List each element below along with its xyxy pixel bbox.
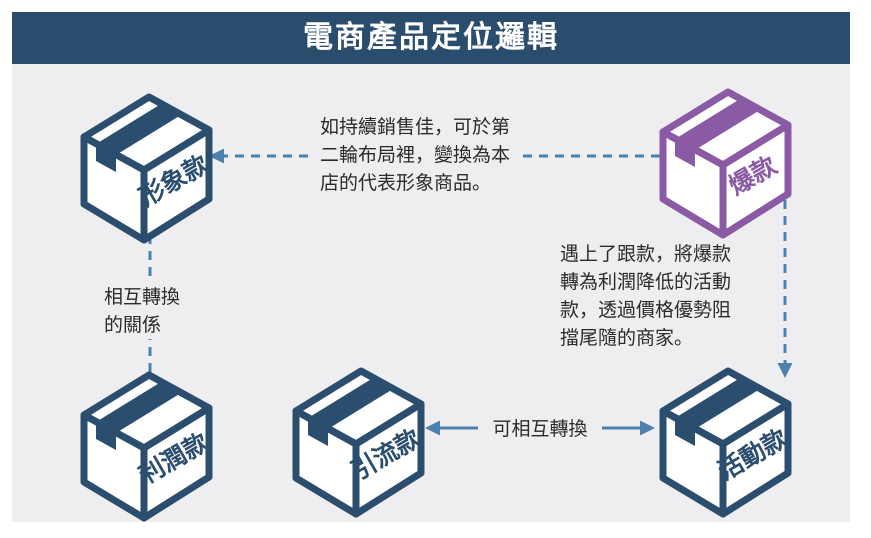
box-profit: 利潤款 [84, 375, 214, 518]
note-hot-to-promo-line-2: 轉為利潤降低的活動 [560, 271, 732, 293]
box-promo: 活動款 [663, 371, 793, 514]
note-profit-image: 相互轉換 的關係 [100, 283, 185, 339]
note-hot-to-promo: 遇上了跟款，將爆款 轉為利潤降低的活動 款，透過價格優勢阻 擋尾隨的商家。 [560, 240, 731, 352]
arrow-hot-to-promo [770, 181, 793, 378]
note-hot-to-image: 如持續銷售佳，可於第 二輪布局裡，變換為本 店的代表形象商品。 [314, 113, 517, 197]
note-hot-to-image-line-1: 如持續銷售佳，可於第 [320, 116, 511, 138]
note-hot-to-image-line-3: 店的代表形象商品。 [320, 172, 492, 194]
diagram-title: 電商產品定位邏輯 [12, 12, 850, 64]
box-image: 形象款 [84, 97, 214, 240]
note-traffic-promo: 可相互轉換 [492, 418, 587, 440]
note-hot-to-promo-line-4: 擋尾隨的商家。 [560, 327, 694, 349]
note-hot-to-promo-line-1: 遇上了跟款，將爆款 [560, 243, 732, 265]
note-profit-image-line-1: 相互轉換 [104, 286, 181, 308]
note-hot-to-image-line-2: 二輪布局裡，變換為本 [320, 144, 511, 166]
box-hot: 爆款 [663, 92, 788, 235]
box-traffic: 引流款 [296, 371, 426, 514]
note-hot-to-promo-line-3: 款，透過價格優勢阻 [560, 299, 732, 321]
note-profit-image-line-2: 的關係 [104, 314, 162, 336]
